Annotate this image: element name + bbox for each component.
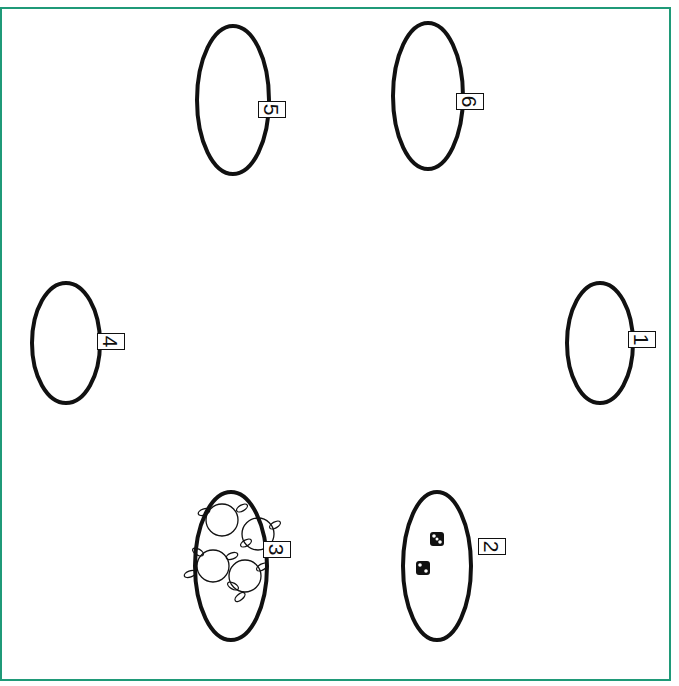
space-number: 3 [267,544,288,556]
board-space: 6 [389,19,496,173]
space-outline [191,488,303,644]
space-number: 2 [482,541,503,553]
space-ellipse [195,492,267,640]
number-box: 5 [258,101,286,118]
space-outline [399,488,518,644]
board-space: 1 [563,279,668,407]
space-ellipse [393,23,463,169]
board-frame [1,8,670,680]
space-number: 4 [101,336,122,348]
board-space: 2 [399,488,518,644]
dice [416,532,444,575]
space-number: 6 [460,96,481,108]
space-ellipse [197,26,269,174]
number-box: 6 [456,93,484,110]
space-ellipse [32,283,100,403]
board-space: 5 [193,22,298,178]
number-box: 2 [478,538,506,555]
number-box: 4 [97,333,125,350]
number-box: 1 [628,331,656,348]
number-box: 3 [263,541,291,558]
space-ellipse [403,492,471,640]
space-number: 5 [262,104,283,116]
space-outline [193,22,298,178]
board-space: 4 [28,279,137,407]
board-space: 3 [191,488,303,644]
space-ellipse [567,283,633,403]
space-number: 1 [632,334,653,346]
